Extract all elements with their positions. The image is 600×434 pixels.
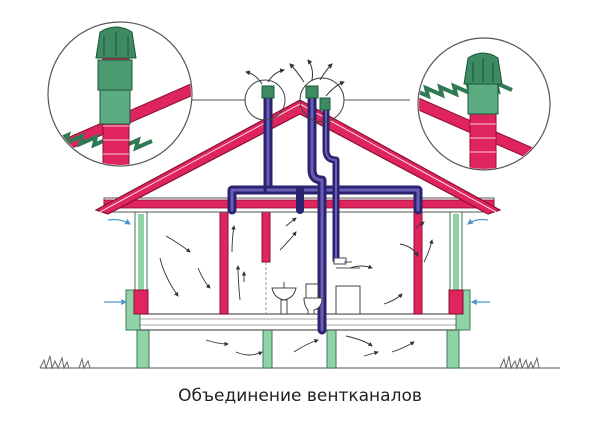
grass-left [39, 355, 91, 370]
ground [39, 355, 560, 370]
ventilation-ducts [227, 85, 423, 335]
diagram-caption: Объединение вентканалов [178, 386, 422, 406]
exterior-walls [133, 211, 464, 315]
exhaust-arrows [245, 59, 345, 97]
arrow-icon [165, 235, 191, 253]
floor-slab [125, 289, 471, 331]
grass-right [499, 355, 540, 370]
detail-right [417, 37, 551, 171]
indoor-air-arrows [159, 217, 434, 357]
sink-icon [271, 282, 297, 315]
outdoor-air-arrows [104, 218, 490, 305]
sanitary-fixtures [271, 261, 361, 315]
toilet-icon [303, 283, 323, 315]
detail-left [47, 21, 193, 167]
